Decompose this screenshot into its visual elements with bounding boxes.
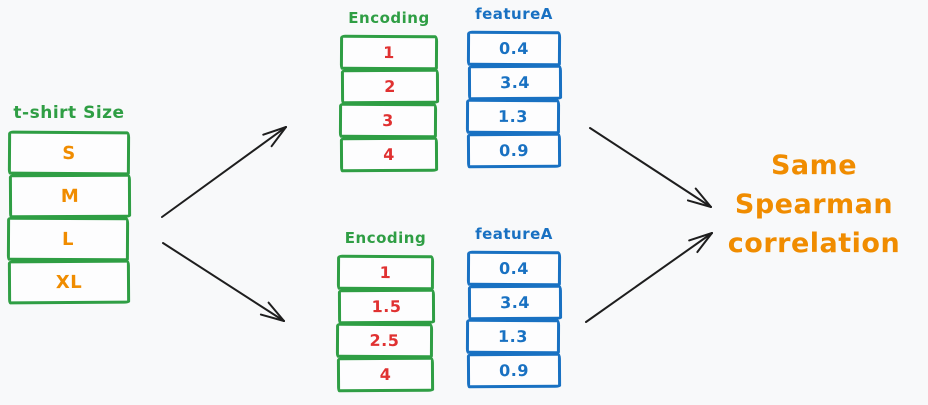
table-cell: 3.4 [467,64,563,101]
table-cell: 2 [340,68,440,105]
table-cell: 1 [336,254,435,291]
arrow-top-feature-to-conclusion [589,127,712,208]
conclusion-line: Same [770,150,858,181]
table-cell: M [8,173,132,219]
top-encoding-group: Encoding 1 2 3 4 [338,9,440,173]
arrow-left-to-bottom-encoding [162,242,285,322]
bottom-feature-group: featureA 0.4 3.4 1.3 0.9 [465,225,563,389]
table-cell: 4 [336,356,435,393]
table-cell: 1.5 [337,288,436,325]
arrow-bottom-feature-to-conclusion [585,232,713,323]
table-cell: 1 [339,34,439,71]
bottom-encoding-group: Encoding 1 1.5 2.5 4 [335,229,436,393]
bottom-feature-table: 0.4 3.4 1.3 0.9 [465,250,563,389]
conclusion-text: Same Spearman correlation [700,146,928,263]
bottom-encoding-title: Encoding [344,229,427,247]
top-feature-title: featureA [475,5,553,23]
bottom-encoding-table: 1 1.5 2.5 4 [335,254,436,393]
table-cell: L [6,216,130,262]
table-cell: 1.3 [465,318,561,355]
table-cell: 0.4 [466,30,562,67]
table-cell: 0.9 [466,132,562,169]
tshirt-size-table: S M L XL [6,130,132,305]
table-cell: S [7,130,131,176]
top-feature-table: 0.4 3.4 1.3 0.9 [465,30,563,169]
table-cell: 3 [338,102,438,139]
table-cell: 2.5 [335,322,434,359]
table-cell: 4 [339,136,439,173]
table-cell: 0.9 [466,352,562,389]
conclusion-line: correlation [727,228,901,259]
tshirt-size-title: t-shirt Size [13,103,125,123]
top-feature-group: featureA 0.4 3.4 1.3 0.9 [465,5,563,169]
top-encoding-table: 1 2 3 4 [338,34,440,173]
tshirt-size-group: t-shirt Size S M L XL [6,103,132,305]
arrow-left-to-top-encoding [161,126,287,218]
table-cell: XL [7,259,131,305]
bottom-feature-title: featureA [475,225,553,243]
table-cell: 3.4 [467,284,563,321]
top-encoding-title: Encoding [348,9,430,27]
table-cell: 0.4 [466,250,562,287]
conclusion-line: Spearman [734,189,894,220]
table-cell: 1.3 [465,98,561,135]
